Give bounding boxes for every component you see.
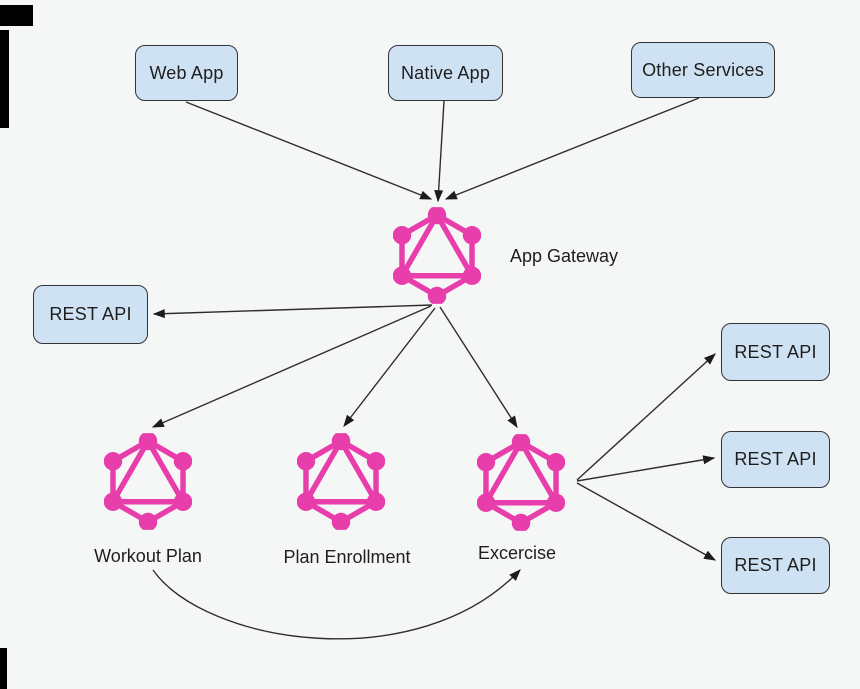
node-rest-api-left-label: REST API: [49, 304, 132, 324]
node-rest-api-right-3: REST API: [721, 537, 830, 594]
graphql-icon-plan-enrollment: [297, 433, 385, 530]
arrow-gateway-to-restapi-left: [152, 304, 433, 319]
arrow-excercise-to-restapi-2: [576, 455, 716, 482]
arrow-webapp-to-gateway: [185, 101, 433, 200]
node-web-app-label: Web App: [149, 62, 224, 83]
arrow-excercise-to-restapi-3: [576, 482, 717, 561]
arrow-workoutplan-to-excercise-curve: [152, 569, 521, 640]
label-plan-enrollment: Plan Enrollment: [283, 547, 411, 567]
node-other-services-label: Other Services: [642, 59, 764, 80]
graphql-icon-workout-plan: [104, 433, 192, 530]
node-rest-api-right-2: REST API: [721, 431, 830, 488]
arrow-gateway-to-excercise: [439, 306, 518, 429]
node-rest-api-right-1: REST API: [721, 323, 830, 381]
arrow-otherservices-to-gateway: [444, 97, 700, 200]
arrow-excercise-to-restapi-1: [576, 353, 716, 481]
node-rest-api-right-2-label: REST API: [734, 449, 817, 469]
node-web-app: Web App: [135, 45, 238, 101]
node-native-app-label: Native App: [400, 62, 491, 83]
node-rest-api-left: REST API: [33, 285, 148, 344]
graphql-icon-app-gateway: [393, 207, 481, 304]
label-app-gateway: App Gateway: [510, 246, 619, 266]
node-rest-api-right-3-label: REST API: [734, 555, 817, 575]
artifact-bar-bottom-left: [0, 648, 7, 689]
arrow-gateway-to-workoutplan: [151, 305, 432, 428]
artifact-bar-top-left: [0, 5, 33, 26]
arrow-nativeapp-to-gateway: [434, 100, 445, 203]
label-workout-plan: Workout Plan: [94, 546, 202, 566]
node-native-app: Native App: [388, 45, 503, 101]
label-excercise: Excercise: [477, 543, 557, 563]
arrow-gateway-to-planenrollment: [343, 307, 436, 427]
graphql-icon-excercise: [477, 434, 565, 531]
node-other-services: Other Services: [631, 42, 775, 98]
node-rest-api-right-1-label: REST API: [734, 341, 817, 362]
artifact-bar-left-edge: [0, 30, 9, 128]
